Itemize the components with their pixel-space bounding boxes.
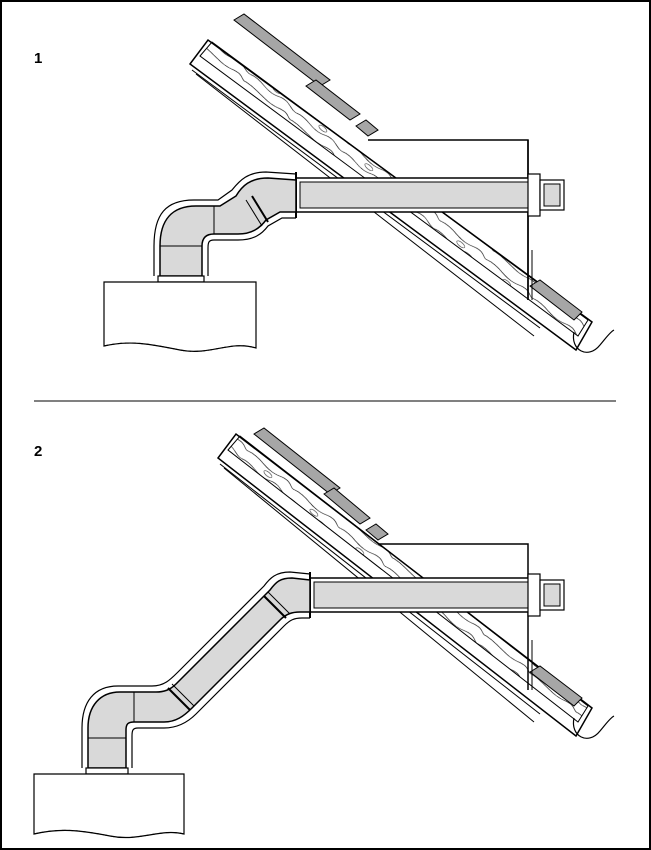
panel-2-number: 2 <box>34 443 42 460</box>
panel-1-cable <box>572 329 615 353</box>
panel-2: 2 <box>33 427 615 839</box>
panel-1-elbow-pipe <box>153 171 297 283</box>
panel-2-diagonal-pipe <box>81 571 311 775</box>
panel-2-horizontal-pipe <box>309 572 565 618</box>
panel-1-horizontal-pipe <box>295 172 565 218</box>
panel-1-boiler <box>103 281 257 352</box>
panel-2-cable <box>572 715 615 739</box>
panel-1: 1 <box>34 13 615 353</box>
panel-2-roof-flashing <box>378 543 533 690</box>
panel-1-number: 1 <box>34 50 42 67</box>
panel-2-boiler <box>33 773 185 839</box>
